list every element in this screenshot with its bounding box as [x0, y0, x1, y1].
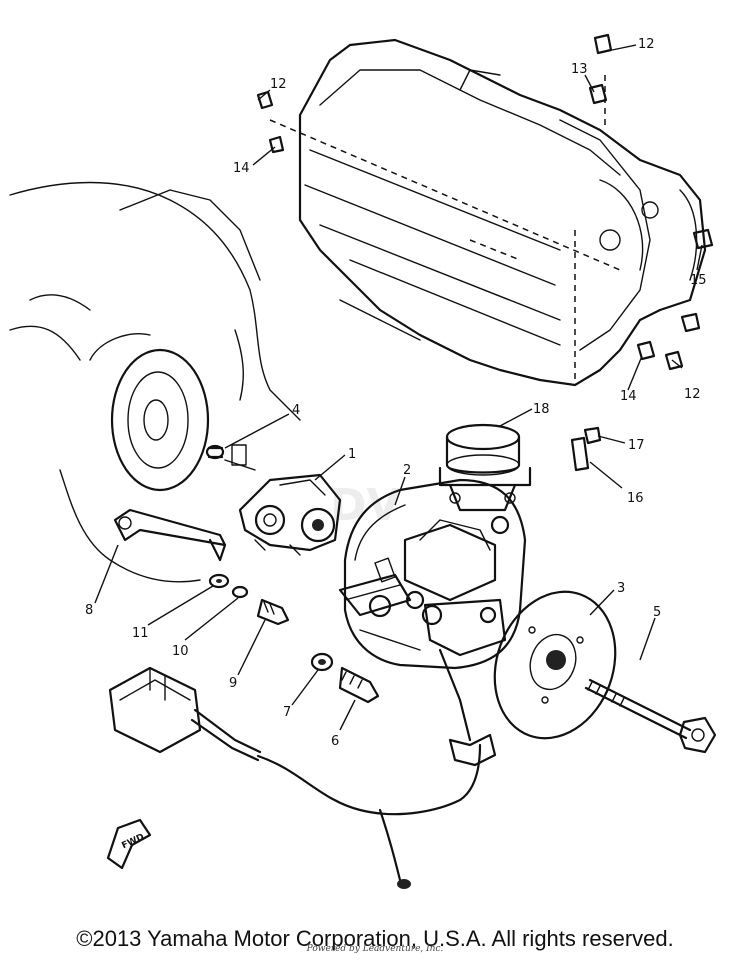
callout-14-left: 14 [233, 161, 250, 176]
callout-10: 10 [172, 644, 189, 659]
callout-9: 9 [229, 676, 237, 691]
callout-15: 15 [690, 273, 707, 288]
callout-4: 4 [292, 403, 300, 418]
part-6-screw [338, 666, 380, 704]
callout-2: 2 [403, 463, 411, 478]
copyright-footer: ©2013 Yamaha Motor Corporation, U.S.A. A… [76, 926, 674, 951]
powered-by-credit: Powered by Leadventure, Inc. [306, 944, 444, 954]
part-7-washer [310, 652, 334, 672]
callout-5: 5 [653, 605, 661, 620]
callout-12-left: 12 [270, 77, 287, 92]
fwd-arrow-label: FWD [120, 832, 146, 851]
wiring-harness [108, 648, 497, 889]
clip-hardware [256, 33, 714, 472]
engine-block-illustration [269, 38, 707, 387]
part-3-rotor [493, 590, 617, 740]
watermark-text: DV [330, 480, 401, 531]
callout-12-right: 12 [684, 387, 701, 402]
callout-leaders [94, 44, 703, 731]
crankcase-illustration [9, 181, 301, 583]
callout-1: 1 [348, 447, 356, 462]
part-1-contact-breaker [238, 473, 342, 556]
part-2-stator [338, 478, 527, 670]
part-4-pin [205, 444, 225, 460]
part-10-lock-washer [231, 585, 249, 599]
callout-13: 13 [571, 62, 588, 77]
callout-14-right: 14 [620, 389, 637, 404]
callout-11: 11 [132, 626, 149, 641]
callout-7: 7 [283, 705, 291, 720]
callout-6: 6 [331, 734, 339, 749]
callout-3: 3 [617, 581, 625, 596]
part-8-bracket [113, 508, 227, 562]
fwd-arrow: FWD [106, 818, 152, 870]
callout-12-top: 12 [638, 37, 655, 52]
callout-8: 8 [85, 603, 93, 618]
part-11-washer [208, 573, 230, 589]
part-18-condenser [438, 423, 532, 512]
callout-17: 17 [628, 438, 645, 453]
callout-16: 16 [627, 491, 644, 506]
callout-18: 18 [533, 402, 550, 417]
part-9-screw [256, 598, 290, 626]
part-5-bolt [584, 678, 717, 754]
